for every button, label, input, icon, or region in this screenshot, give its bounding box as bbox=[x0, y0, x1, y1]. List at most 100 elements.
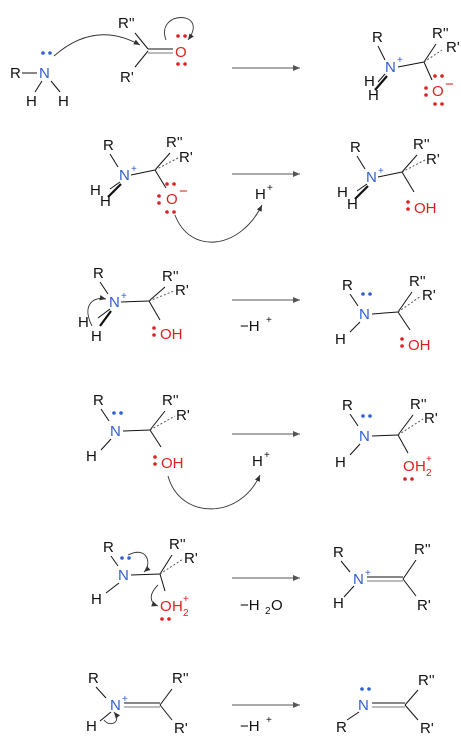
r-prime-label: R' bbox=[426, 151, 440, 168]
nitrogen-lone-pair bbox=[360, 687, 371, 691]
r-group-label: R bbox=[10, 65, 21, 82]
svg-text:−H: −H bbox=[240, 318, 260, 335]
negative-charge: − bbox=[445, 76, 454, 93]
svg-text:H: H bbox=[252, 453, 263, 470]
svg-text:+: + bbox=[266, 315, 272, 326]
curly-arrow bbox=[53, 34, 141, 57]
svg-text:2: 2 bbox=[426, 468, 432, 479]
r-group-label: R bbox=[103, 539, 114, 556]
nitrogen-atom: N bbox=[385, 59, 396, 76]
positive-charge: + bbox=[121, 291, 127, 302]
svg-text:H: H bbox=[172, 598, 183, 615]
hydroxyl-group: OH bbox=[414, 200, 437, 217]
svg-text:O: O bbox=[271, 597, 283, 614]
svg-text:−H: −H bbox=[240, 597, 260, 614]
reagent-label: H + bbox=[255, 183, 273, 203]
hydrogen-atom: H bbox=[335, 331, 346, 348]
r-double-prime-label: R'' bbox=[162, 268, 179, 285]
r-prime-label: R' bbox=[424, 410, 438, 427]
r-double-prime-label: R'' bbox=[118, 15, 135, 32]
r-double-prime-label: R'' bbox=[410, 396, 427, 413]
hydrogen-atom: H bbox=[91, 591, 102, 608]
hydroxyl-group: OH bbox=[160, 326, 183, 343]
r-prime-label: R' bbox=[422, 287, 436, 304]
nitrogen-atom: N bbox=[353, 571, 364, 588]
r-prime-label: R' bbox=[174, 720, 188, 737]
oxygen-lone-pair bbox=[403, 477, 414, 481]
hydrogen-atom: H bbox=[90, 182, 101, 199]
svg-text:2: 2 bbox=[265, 606, 271, 617]
svg-text:+: + bbox=[426, 454, 432, 465]
oxonium-product: R N H R'' R' O H 2 + bbox=[335, 396, 438, 481]
oxygen-atom: O bbox=[432, 83, 444, 100]
r-double-prime-label: R'' bbox=[414, 541, 431, 558]
svg-text:+: + bbox=[266, 715, 272, 726]
nitrogen-atom: N bbox=[110, 423, 121, 440]
row-6: R N + H R'' R' −H + N R bbox=[86, 670, 435, 737]
svg-text:H: H bbox=[255, 186, 266, 203]
r-double-prime-label: R'' bbox=[166, 134, 183, 151]
svg-text:H: H bbox=[415, 458, 426, 475]
hydrogen-atom: H bbox=[78, 314, 89, 331]
positive-charge: + bbox=[378, 166, 384, 177]
nitrogen-lone-pair bbox=[120, 556, 131, 560]
nitrogen-atom: N bbox=[109, 294, 120, 311]
hydrogen-atom: H bbox=[364, 73, 375, 90]
nitrogen-atom: N bbox=[39, 65, 50, 82]
r-double-prime-label: R'' bbox=[162, 392, 179, 409]
hydrogen-atom: H bbox=[86, 718, 97, 735]
hydrogen-atom: H bbox=[337, 184, 348, 201]
curly-arrow bbox=[87, 295, 107, 327]
hydroxyl-group: OH bbox=[408, 337, 431, 354]
nitrogen-atom: N bbox=[118, 567, 129, 584]
r-group-label: R bbox=[103, 137, 114, 154]
r-double-prime-label: R'' bbox=[413, 136, 430, 153]
curly-arrow bbox=[164, 17, 194, 41]
svg-text:2: 2 bbox=[183, 608, 189, 619]
zwitterion-reactant: R N + H H R'' R' O − bbox=[90, 134, 193, 214]
r-prime-label: R' bbox=[120, 69, 134, 86]
negative-charge: − bbox=[179, 183, 188, 200]
hydrogen-atom: H bbox=[335, 454, 346, 471]
hydrogen-atom: H bbox=[58, 93, 69, 110]
r-group-label: R bbox=[342, 277, 353, 294]
positive-charge: + bbox=[397, 55, 403, 66]
protonated-product: R N + H H R'' R' OH bbox=[337, 136, 440, 217]
oxygen-atom: O bbox=[175, 44, 187, 61]
svg-text:+: + bbox=[183, 594, 189, 605]
row-2: R N + H H R'' R' O − H + bbox=[90, 134, 440, 243]
curly-arrow bbox=[127, 552, 151, 573]
reagent-label: −H + bbox=[240, 315, 272, 335]
r-double-prime-label: R'' bbox=[432, 25, 449, 42]
positive-charge: + bbox=[122, 694, 128, 705]
curly-arrow bbox=[150, 584, 159, 607]
hydrogen-atom: H bbox=[347, 196, 358, 213]
r-prime-label: R' bbox=[446, 39, 460, 56]
r-prime-label: R' bbox=[179, 149, 193, 166]
nitrogen-lone-pair bbox=[361, 414, 372, 418]
oxygen-lone-pairs bbox=[153, 455, 157, 466]
r-double-prime-label: R'' bbox=[418, 672, 435, 689]
row-3: R N + H H R'' R' OH −H + R bbox=[78, 265, 436, 354]
nitrogen-atom: N bbox=[366, 169, 377, 186]
oxonium-group: O H 2 + bbox=[403, 454, 432, 479]
r-prime-label: R' bbox=[175, 282, 189, 299]
hydroxyl-group: OH bbox=[161, 455, 184, 472]
oxygen-atom: O bbox=[166, 191, 178, 208]
hydrogen-atom: H bbox=[26, 93, 37, 110]
hydrogen-atom: H bbox=[333, 595, 344, 612]
r-group-label: R bbox=[350, 139, 361, 156]
r-double-prime-label: R'' bbox=[172, 670, 189, 687]
oxygen-lone-pairs bbox=[406, 200, 410, 211]
svg-text:O: O bbox=[160, 598, 172, 615]
svg-text:−H: −H bbox=[240, 718, 260, 735]
oxygen-lone-pairs bbox=[424, 74, 444, 106]
neutral-hemiaminal: R N H R'' R' OH bbox=[335, 273, 436, 354]
carbonyl-reactant: R'' R' O bbox=[118, 15, 187, 86]
svg-text:+: + bbox=[267, 183, 273, 194]
r-prime-label: R' bbox=[184, 550, 198, 567]
amine-reactant: R N H H bbox=[10, 51, 69, 110]
hydrogen-atom: H bbox=[100, 193, 111, 210]
oxygen-lone-pairs bbox=[176, 34, 187, 66]
